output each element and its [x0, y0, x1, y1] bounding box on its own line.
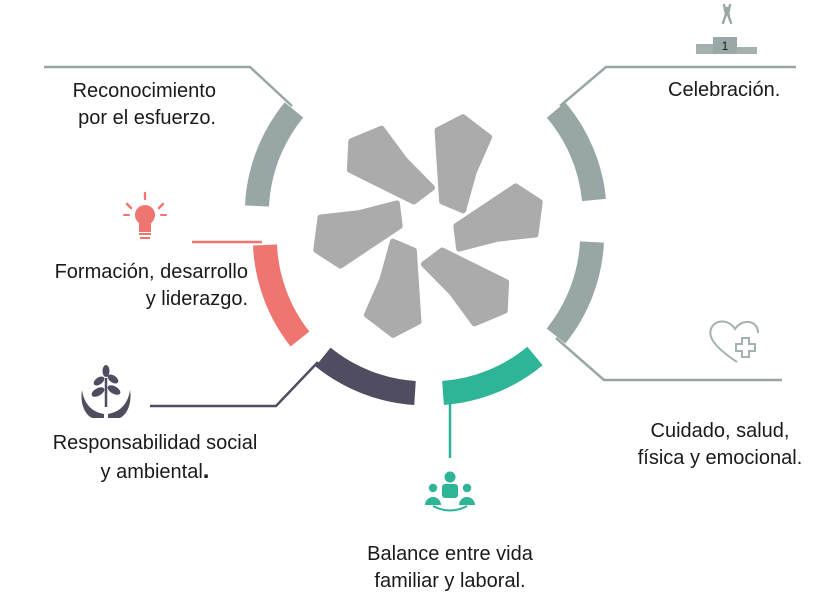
arc-formacion: [253, 244, 310, 347]
arc-reconocimiento: [245, 102, 304, 207]
label-balance: Balance entre vida familiar y laboral.: [367, 543, 533, 592]
logo-blade: [420, 247, 510, 327]
logo-blade: [313, 200, 403, 269]
label-celebracion: Celebración.: [668, 79, 781, 101]
podium-icon: [696, 3, 757, 54]
logo-blade: [434, 114, 493, 214]
arc-cuidado: [546, 241, 604, 344]
lightbulb-icon: [123, 191, 167, 239]
label-responsabilidad-period: .: [202, 457, 210, 484]
connector-responsabilidad: [150, 361, 319, 408]
label-cuidado: Cuidado, salud, física y emocional.: [637, 420, 803, 469]
logo-blade: [363, 238, 422, 338]
label-reconocimiento: Reconocimiento por el esfuerzo.: [72, 80, 216, 129]
label-responsabilidad-text: Responsabilidad social y ambiental: [52, 432, 258, 483]
connector-cuidado: [555, 337, 782, 382]
logo-blade: [346, 125, 436, 205]
plant-hands-icon: [81, 365, 131, 418]
arc-celebracion: [546, 102, 606, 202]
label-formacion: Formación, desarrollo y liderazgo.: [54, 261, 248, 310]
arc-balance: [441, 346, 543, 405]
logo-blade: [453, 183, 543, 252]
family-icon: [425, 471, 475, 512]
heart-plus-icon: [709, 320, 759, 363]
podium-number: 1: [722, 39, 729, 53]
label-responsabilidad: Responsabilidad social y ambiental.: [20, 430, 290, 486]
connector-reconocimiento: [44, 65, 293, 107]
connector-celebracion: [559, 65, 796, 107]
central-logo: [313, 114, 543, 338]
arc-responsabilidad: [315, 347, 417, 405]
